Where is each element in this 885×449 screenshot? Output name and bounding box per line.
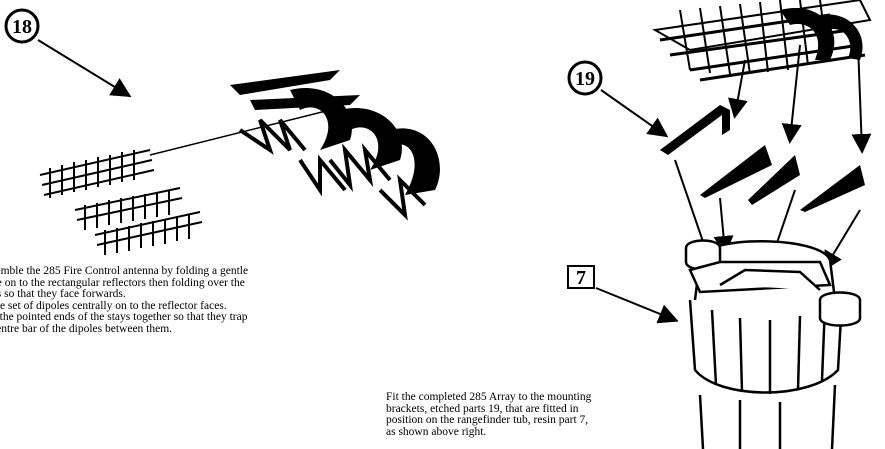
bracket-arrow-4 xyxy=(822,209,861,272)
svg-text:19: 19 xyxy=(575,68,595,90)
left-instruction-line: p the pointed ends of the stays together… xyxy=(0,311,248,323)
left-instructions: semble the 285 Fire Control antenna by f… xyxy=(0,265,361,335)
array-arrow-3 xyxy=(851,44,872,154)
bracket-arrow-2 xyxy=(713,197,734,256)
left-instruction-line: the set of dipoles centrally on to the r… xyxy=(0,299,227,312)
mounting-brackets xyxy=(660,105,865,212)
callout-19: 19 xyxy=(567,60,603,96)
fold-line xyxy=(149,109,331,156)
callout-18: 18 xyxy=(4,8,40,44)
svg-text:7: 7 xyxy=(576,267,586,289)
dipole-assembly xyxy=(230,70,440,221)
right-instruction-line: as shown above right. xyxy=(386,425,487,438)
right-instruction-line: position on the rangefinder tub, resin p… xyxy=(386,414,589,426)
left-instruction-line: centre bar of the dipoles between them. xyxy=(0,322,173,335)
reflector-grid xyxy=(39,149,203,255)
svg-text:18: 18 xyxy=(12,16,32,38)
left-instruction-line: semble the 285 Fire Control antenna by f… xyxy=(0,265,249,277)
left-instruction-line: ve on to the rectangular reflectors then… xyxy=(0,276,245,289)
right-instructions: Fit the completed 285 Array to the mount… xyxy=(386,391,686,438)
assembled-array xyxy=(651,0,872,82)
left-instruction-line: ys so that they face forwards. xyxy=(0,288,126,300)
array-arrow-1 xyxy=(728,59,748,119)
callout-19-arrow xyxy=(600,89,669,138)
array-arrow-2 xyxy=(781,44,802,144)
right-instruction-line: brackets, etched parts 19, that are fitt… xyxy=(386,402,579,415)
callout-7-arrow xyxy=(595,287,679,324)
right-instruction-line: Fit the completed 285 Array to the mount… xyxy=(386,391,592,403)
callout-18-arrow xyxy=(37,39,132,98)
callout-7: 7 xyxy=(567,265,595,289)
rangefinder-tub xyxy=(684,239,862,449)
